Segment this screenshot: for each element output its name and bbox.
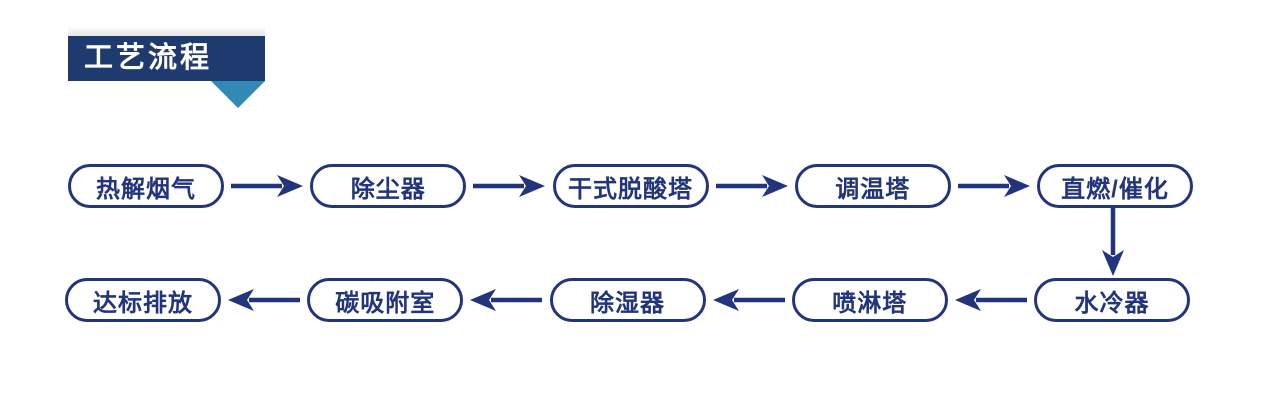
flow-node: 除尘器 xyxy=(310,164,467,208)
flow-arrow-left-icon xyxy=(706,287,792,313)
flow-node: 碳吸附室 xyxy=(307,278,464,322)
flow-row-1: 热解烟气 除尘器 干式脱酸塔 调温塔 直燃/催化 xyxy=(68,164,1193,208)
flow-arrow-right-icon xyxy=(951,173,1037,199)
flow-node: 热解烟气 xyxy=(68,164,224,208)
flow-row-2: 达标排放 碳吸附室 除湿器 喷淋塔 水冷器 xyxy=(65,278,1190,322)
flow-arrow-left-icon xyxy=(948,287,1034,313)
flow-arrow-right-icon xyxy=(224,173,310,199)
flow-node: 调温塔 xyxy=(794,164,951,208)
section-title-banner: 工艺流程 xyxy=(68,36,265,81)
flow-node: 直燃/催化 xyxy=(1037,164,1193,208)
flow-arrow-right-icon xyxy=(709,173,795,199)
flow-arrow-left-icon xyxy=(221,287,307,313)
flow-node: 达标排放 xyxy=(65,278,221,322)
banner-ribbon-triangle xyxy=(211,81,265,108)
flow-node: 干式脱酸塔 xyxy=(552,164,709,208)
flow-arrow-left-icon xyxy=(463,287,549,313)
flow-arrow-right-icon xyxy=(466,173,552,199)
banner-top-shadow xyxy=(68,27,265,36)
flow-node: 除湿器 xyxy=(549,278,706,322)
flow-node: 喷淋塔 xyxy=(791,278,948,322)
section-title: 工艺流程 xyxy=(84,42,213,74)
flow-arrow-down-icon xyxy=(1100,206,1126,276)
flow-node: 水冷器 xyxy=(1034,278,1190,322)
